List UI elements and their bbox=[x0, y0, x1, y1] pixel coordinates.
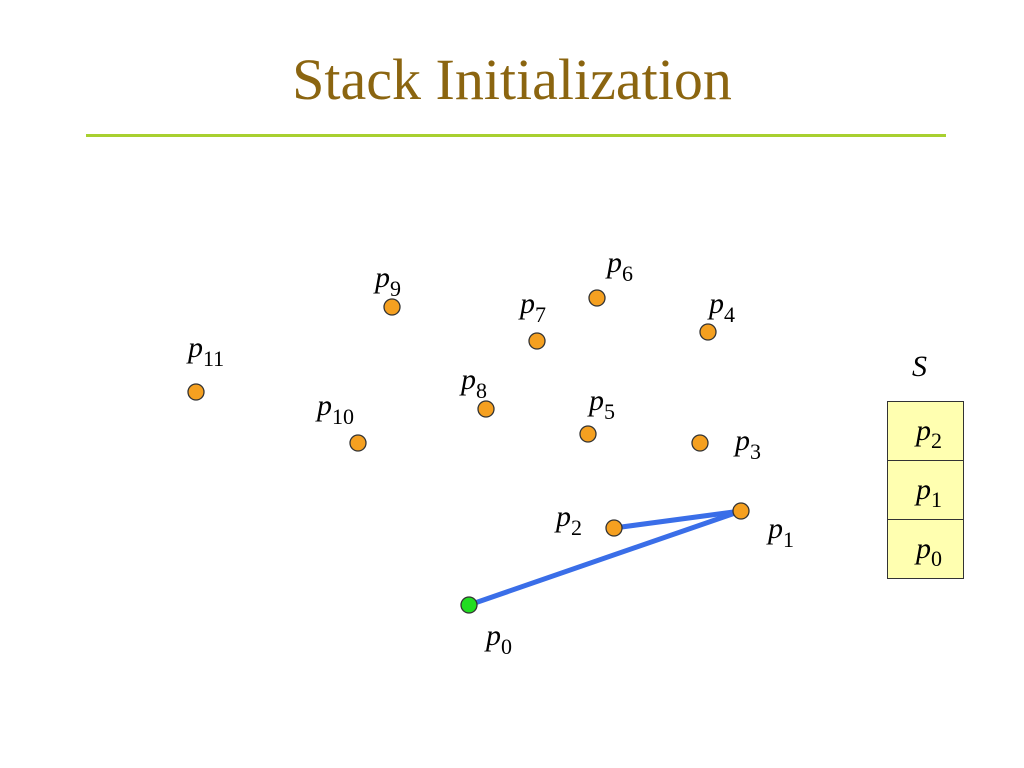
edge-p1-p2 bbox=[611, 508, 744, 531]
stack-title: S bbox=[912, 350, 927, 383]
point-label-p0: p0 bbox=[484, 619, 512, 659]
point-label-p1: p1 bbox=[766, 512, 794, 552]
edge-p0-p1 bbox=[466, 508, 744, 608]
point-p8 bbox=[477, 400, 495, 418]
point-p5 bbox=[579, 425, 597, 443]
stack-cell: p1 bbox=[887, 461, 964, 520]
point-p6 bbox=[588, 289, 606, 307]
point-p7 bbox=[528, 332, 546, 350]
point-layer bbox=[187, 289, 750, 614]
stack-cell: p2 bbox=[887, 401, 964, 461]
point-p9 bbox=[383, 298, 401, 316]
point-label-p9: p9 bbox=[373, 261, 401, 301]
point-label-p2: p2 bbox=[554, 500, 582, 540]
point-p3 bbox=[691, 434, 709, 452]
title-underline bbox=[86, 134, 946, 137]
point-label-p11: p11 bbox=[186, 331, 224, 371]
point-label-p6: p6 bbox=[605, 246, 633, 286]
stack-cell-label: p2 bbox=[916, 414, 942, 453]
point-p4 bbox=[699, 323, 717, 341]
stack-cell-label: p0 bbox=[916, 532, 942, 571]
slide-title: Stack Initialization bbox=[292, 47, 732, 112]
point-p10 bbox=[349, 434, 367, 452]
point-label-p3: p3 bbox=[733, 424, 761, 464]
point-label-p7: p7 bbox=[518, 287, 546, 327]
point-label-p5: p5 bbox=[587, 384, 615, 424]
point-p11 bbox=[187, 383, 205, 401]
point-label-p4: p4 bbox=[707, 287, 735, 327]
point-p0 bbox=[460, 596, 478, 614]
point-p2 bbox=[605, 519, 623, 537]
edge-layer bbox=[466, 508, 744, 608]
point-label-p8: p8 bbox=[459, 363, 487, 403]
stack-cell-label: p1 bbox=[916, 473, 942, 512]
label-layer: p0 p1 p2 p3 p4 p5 p6 p7 p8 p9 p10 p11 bbox=[186, 246, 794, 659]
point-label-p10: p10 bbox=[315, 389, 354, 429]
stack: p2 p1 p0 bbox=[887, 401, 964, 579]
stack-cell: p0 bbox=[887, 520, 964, 579]
point-p1 bbox=[732, 502, 750, 520]
